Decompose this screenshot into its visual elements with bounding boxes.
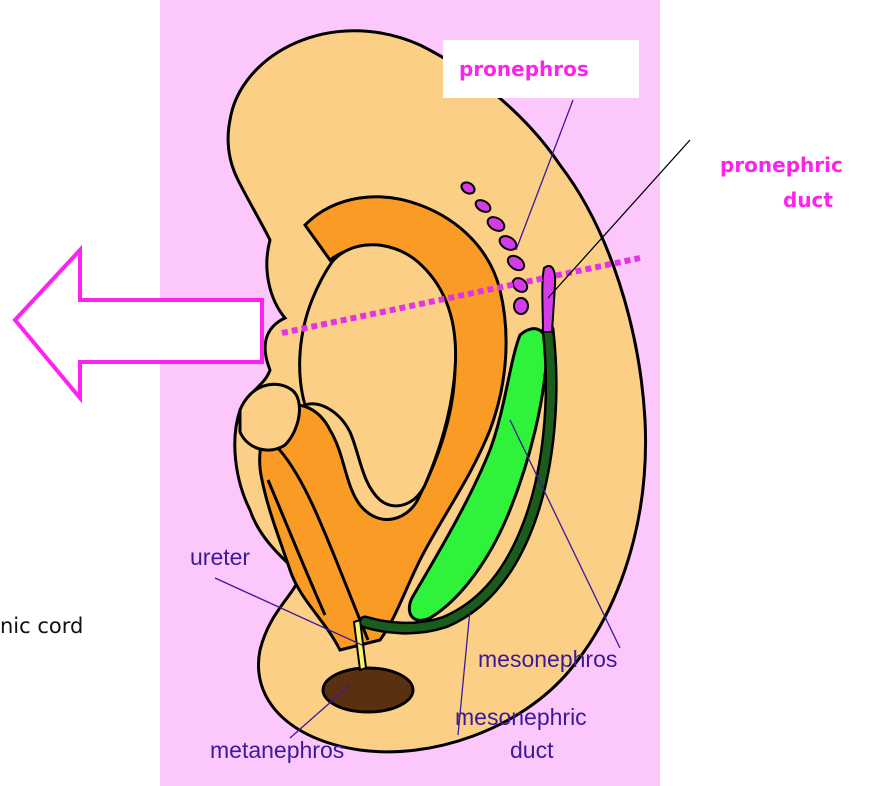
- metanephros: [323, 668, 413, 712]
- pronephric-duct-label-line1: pronephric: [720, 153, 843, 177]
- mesonephric-duct-label-line1: mesonephric: [455, 704, 587, 730]
- mesonephros-label: mesonephros: [478, 646, 617, 672]
- ureter-label: ureter: [190, 544, 250, 570]
- nephrogenic-cord-label: nic cord: [0, 614, 83, 638]
- pronephric-duct-label-line2: duct: [783, 188, 833, 212]
- metanephros-label: metanephros: [210, 737, 344, 763]
- pronephros-label: pronephros: [459, 57, 589, 81]
- forebrain-bulge: [240, 384, 299, 450]
- mesonephric-duct-label-line2: duct: [510, 737, 554, 763]
